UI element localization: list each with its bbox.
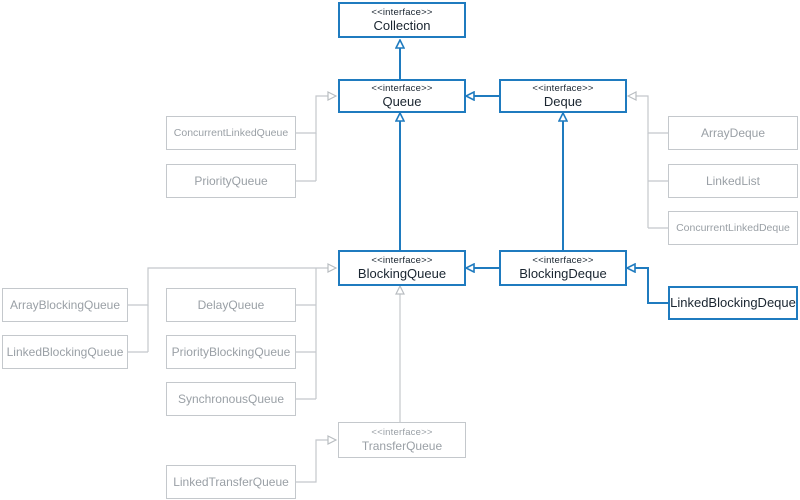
stereotype-label: <<interface>> xyxy=(371,6,433,18)
node-delay-queue[interactable]: DelayQueue xyxy=(166,288,296,322)
node-queue[interactable]: <<interface>> Queue xyxy=(338,79,466,113)
inactive-edges xyxy=(128,96,668,483)
node-array-blocking-queue[interactable]: ArrayBlockingQueue xyxy=(2,288,128,322)
node-label: BlockingQueue xyxy=(357,265,447,281)
node-linked-transfer-queue[interactable]: LinkedTransferQueue xyxy=(166,465,296,499)
node-label: Deque xyxy=(543,93,583,109)
node-linked-blocking-deque[interactable]: LinkedBlockingDeque xyxy=(668,286,798,320)
node-synchronous-queue[interactable]: SynchronousQueue xyxy=(166,382,296,416)
active-edges xyxy=(400,40,668,304)
node-deque[interactable]: <<interface>> Deque xyxy=(499,79,627,113)
node-linked-blocking-queue[interactable]: LinkedBlockingQueue xyxy=(2,335,128,369)
stereotype-label: <<interface>> xyxy=(532,82,594,94)
node-label: Collection xyxy=(373,17,431,33)
edge-impls-blockingqueue xyxy=(128,268,336,306)
node-linked-list[interactable]: LinkedList xyxy=(668,164,798,198)
node-priority-queue[interactable]: PriorityQueue xyxy=(166,164,296,198)
stereotype-label: <<interface>> xyxy=(532,254,594,266)
node-blocking-deque[interactable]: <<interface>> BlockingDeque xyxy=(499,250,627,286)
node-label: LinkedTransferQueue xyxy=(173,475,289,489)
edge-linkedblockingdeque-blockingdeque xyxy=(627,268,668,304)
node-label: ConcurrentLinkedDeque xyxy=(676,222,790,234)
node-label: ArrayDeque xyxy=(700,126,766,140)
stereotype-label: <<interface>> xyxy=(371,82,433,94)
node-label: LinkedList xyxy=(705,174,761,188)
node-array-deque[interactable]: ArrayDeque xyxy=(668,116,798,150)
node-label: BlockingDeque xyxy=(519,265,607,281)
edge-linkedtransferqueue-transferqueue xyxy=(296,440,336,483)
node-priority-blocking-queue[interactable]: PriorityBlockingQueue xyxy=(166,335,296,369)
edge-impls-queue xyxy=(296,96,336,134)
node-blocking-queue[interactable]: <<interface>> BlockingQueue xyxy=(338,250,466,286)
edge-impls-deque xyxy=(628,96,668,134)
node-label: PriorityBlockingQueue xyxy=(171,345,291,359)
node-label: LinkedBlockingDeque xyxy=(670,295,796,310)
node-label: SynchronousQueue xyxy=(177,392,285,406)
node-collection[interactable]: <<interface>> Collection xyxy=(338,2,466,38)
node-label: TransferQueue xyxy=(361,438,443,453)
node-label: Queue xyxy=(382,93,422,109)
node-label: ArrayBlockingQueue xyxy=(9,298,121,312)
node-label: LinkedBlockingQueue xyxy=(6,345,124,359)
node-concurrent-linked-deque[interactable]: ConcurrentLinkedDeque xyxy=(668,211,798,245)
node-label: PriorityQueue xyxy=(194,174,268,188)
node-label: ConcurrentLinkedQueue xyxy=(173,127,289,139)
stereotype-label: <<interface>> xyxy=(371,426,433,438)
stereotype-label: <<interface>> xyxy=(371,254,433,266)
node-transfer-queue[interactable]: <<interface>> TransferQueue xyxy=(338,422,466,458)
node-concurrent-linked-queue[interactable]: ConcurrentLinkedQueue xyxy=(166,116,296,150)
node-label: DelayQueue xyxy=(197,298,265,312)
